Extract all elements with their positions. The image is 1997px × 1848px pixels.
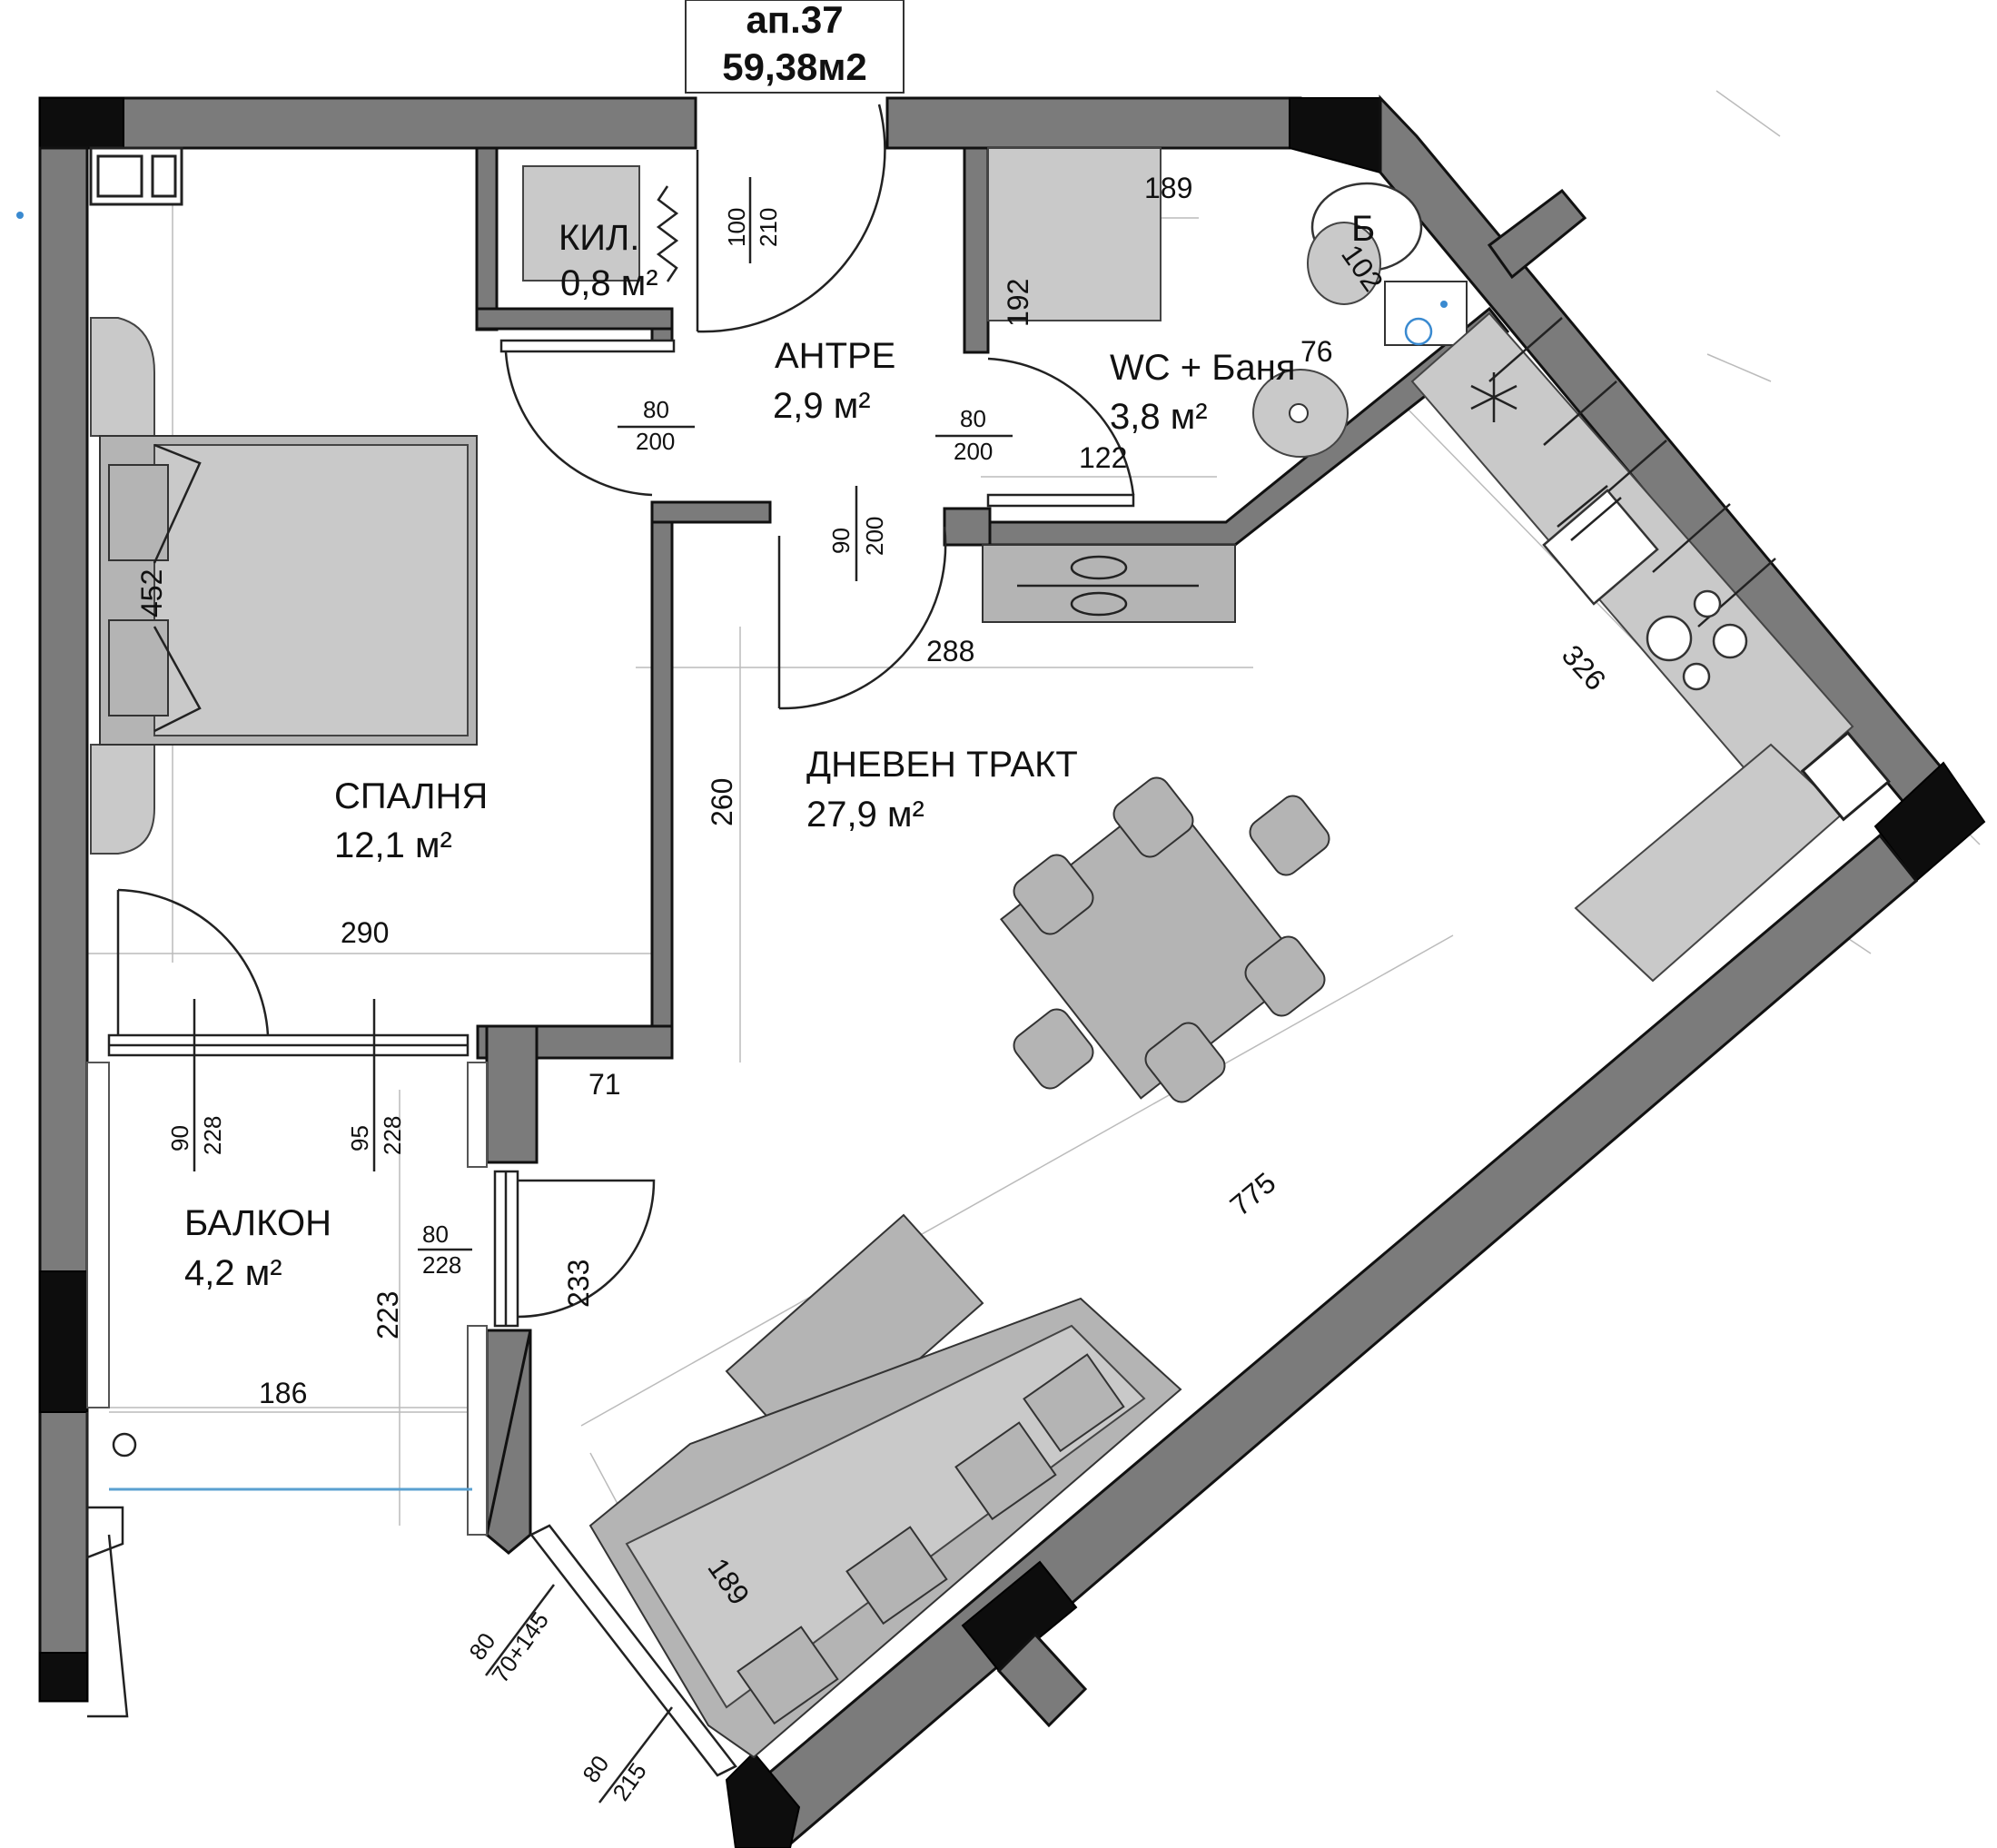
storage-unit [522, 165, 640, 282]
dim-bath-sink: 76 [1300, 335, 1333, 368]
door-size-labels: 100 210 80 200 80 200 90 200 90 228 95 2… [166, 177, 1013, 1805]
storage-furniture [522, 165, 679, 282]
cushion [954, 1421, 1057, 1521]
dining-table [1000, 789, 1307, 1100]
dim-hall-width: 288 [926, 635, 974, 667]
bedroom-area: 12,1 м² [334, 825, 452, 865]
living-door-width: 90 [827, 528, 855, 554]
apartment-area: 59,38м2 [722, 45, 867, 88]
balcony-door-height: 228 [379, 1116, 406, 1155]
storage-name: КИЛ. [559, 218, 639, 258]
apartment-number: ап.37 [746, 0, 843, 41]
living-door-height: 200 [861, 517, 888, 556]
nightstand-top [90, 317, 155, 437]
dim-bath-height: 192 [1002, 279, 1034, 327]
cushion [737, 1626, 839, 1725]
living-name: ДНЕВЕН ТРАКТ [806, 745, 1078, 785]
burner [1646, 615, 1693, 662]
corner-window-2-width: 80 [577, 1751, 614, 1788]
walls [38, 94, 1986, 1848]
dim-bath-door: 122 [1079, 441, 1127, 474]
dim-wall-offset: 71 [588, 1068, 621, 1101]
chair [1249, 795, 1330, 876]
storage-area: 0,8 м² [560, 263, 658, 303]
chair [1013, 1008, 1094, 1090]
entrance-name: АНТРЕ [775, 336, 895, 376]
cushion [1023, 1353, 1125, 1453]
bedroom-furniture [89, 146, 478, 855]
dim-balcony-width: 186 [259, 1377, 307, 1409]
chair [1144, 1022, 1226, 1103]
door-swings [116, 104, 1135, 1319]
bathroom-door-height: 200 [954, 438, 993, 465]
dim-bedroom-length: 452 [135, 569, 168, 618]
entry-door-width: 100 [723, 208, 750, 247]
dim-balcony-height: 223 [371, 1291, 404, 1339]
shower [987, 147, 1162, 321]
balcony-door-width: 95 [346, 1125, 373, 1151]
apartment-title: ап.37 59,38м2 [685, 0, 905, 94]
pillow [108, 619, 169, 716]
toilet [1307, 222, 1381, 305]
bedroom-door-width: 80 [643, 396, 669, 423]
boiler-label: Б [1351, 209, 1375, 249]
bathroom-area: 3,8 м² [1110, 397, 1208, 437]
bedroom-door-height: 200 [636, 428, 675, 455]
burner [1682, 662, 1711, 691]
balcony-living-height: 228 [422, 1251, 461, 1279]
dim-living-door-height: 233 [562, 1260, 595, 1308]
drain-icon [1404, 317, 1433, 346]
balcony-living-width: 80 [422, 1220, 449, 1248]
burner [1693, 589, 1722, 618]
bedroom-window-height: 228 [199, 1116, 226, 1155]
cushion [845, 1526, 948, 1626]
chair [1013, 854, 1094, 935]
dim-living-diagonal: 775 [1223, 1166, 1281, 1222]
balcony-drain-icon [112, 1432, 137, 1458]
balcony-name: БАЛКОН [184, 1203, 331, 1243]
bathroom-furniture [16, 147, 1468, 458]
balcony-wall-hatch [85, 1062, 488, 1718]
hob-star-icon [1470, 372, 1518, 422]
living-furniture [588, 311, 1891, 1759]
bathroom-door-width: 80 [960, 405, 986, 432]
bathroom-name: WC + Баня [1110, 348, 1295, 388]
living-area: 27,9 м² [806, 795, 924, 835]
pillow [108, 464, 169, 561]
room-labels: КИЛ. 0,8 м² АНТРЕ 2,9 м² WC + Баня 3,8 м… [184, 209, 1375, 1293]
kitchen-sink [1542, 489, 1659, 606]
balcony-area: 4,2 м² [184, 1253, 282, 1293]
chair [1112, 776, 1194, 858]
dim-living-height: 260 [706, 778, 738, 826]
dim-bedroom-width: 290 [341, 916, 389, 949]
nightstand-bottom [90, 744, 155, 855]
entrance-area: 2,9 м² [773, 386, 871, 426]
corner-window-2-height: 215 [607, 1758, 651, 1806]
bedroom-name: СПАЛНЯ [334, 776, 488, 816]
entry-door-height: 210 [755, 208, 782, 247]
dim-kitchen-length: 326 [1556, 638, 1612, 697]
dim-bath-width: 189 [1144, 172, 1192, 204]
bedroom-window-width: 90 [166, 1125, 193, 1151]
chair [1244, 935, 1326, 1017]
burner [1712, 623, 1748, 659]
windows [107, 339, 1135, 1777]
fridge [1800, 730, 1891, 822]
